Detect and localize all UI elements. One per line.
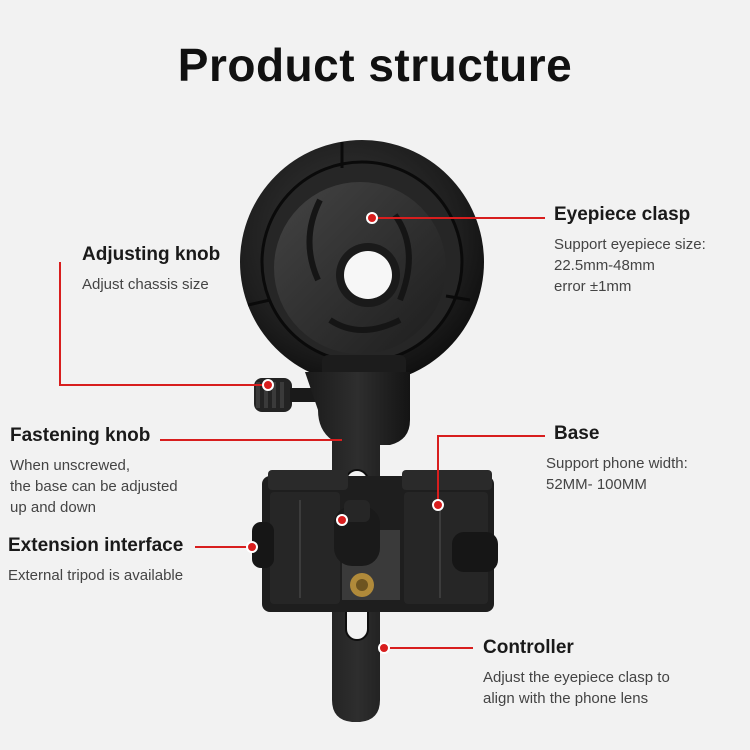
callout-title: Adjusting knob xyxy=(82,244,221,265)
eyepiece-clasp-ring xyxy=(240,140,484,384)
callout-description: Adjust the eyepiece clasp to align with … xyxy=(483,669,670,707)
callout-adjusting-knob: Adjusting knob Adjust chassis size xyxy=(82,244,220,295)
tripod-thread xyxy=(350,573,374,597)
callout-title: Extension interface xyxy=(8,535,184,556)
callout-fastening-knob: Fastening knob When unscrewed, the base … xyxy=(10,425,178,518)
callout-title: Base xyxy=(554,423,600,444)
callout-base: Base Support phone width: 52MM- 100MM xyxy=(546,423,688,495)
callout-description: When unscrewed, the base can be adjusted… xyxy=(10,457,178,516)
callout-eyepiece-clasp: Eyepiece clasp Support eyepiece size: 22… xyxy=(554,204,706,297)
callout-title: Controller xyxy=(483,637,574,658)
callout-extension-interface: Extension interface External tripod is a… xyxy=(8,535,183,586)
callout-title: Eyepiece clasp xyxy=(554,204,691,225)
callout-description: External tripod is available xyxy=(8,567,184,584)
fastening-knob xyxy=(334,500,380,566)
page-title: Product structure xyxy=(177,39,573,91)
callout-controller: Controller Adjust the eyepiece clasp to … xyxy=(483,637,670,709)
callout-description: Support eyepiece size: 22.5mm-48mm error… xyxy=(554,236,706,295)
adjusting-knob xyxy=(254,378,316,412)
callout-dots xyxy=(246,212,444,654)
callout-description: Adjust chassis size xyxy=(82,276,209,293)
callout-title: Fastening knob xyxy=(10,425,151,446)
callout-description: Support phone width: 52MM- 100MM xyxy=(546,455,688,493)
